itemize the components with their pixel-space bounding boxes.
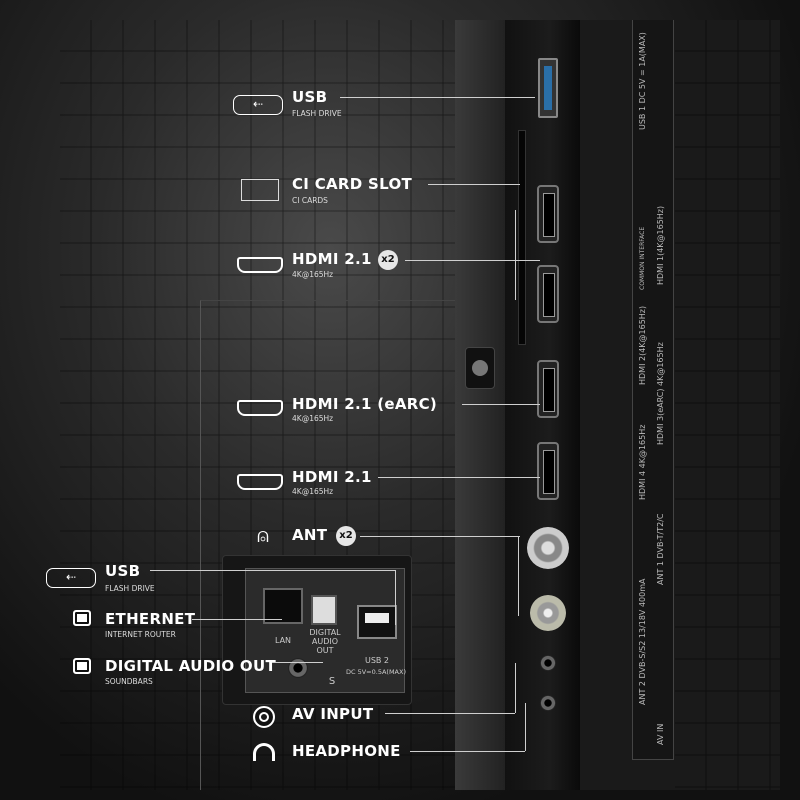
usb-top-subtitle: FLASH DRIVE xyxy=(292,109,342,118)
usb-top-title: USB xyxy=(292,88,328,106)
print-hdmi2: HDMI 2(4K@165Hz) xyxy=(638,305,647,385)
hdmi-icon xyxy=(237,257,283,273)
usb-side-leader-down xyxy=(395,570,396,625)
av-icon xyxy=(253,706,275,728)
print-ant2: ANT 2 DVB-S/S2 13/18V 400mA xyxy=(638,578,647,705)
usb-side-subtitle: FLASH DRIVE xyxy=(105,584,155,593)
usb1-port[interactable] xyxy=(538,58,558,118)
usb2-port[interactable] xyxy=(357,605,397,639)
print-hdmi4: HDMI 4 4K@165Hz xyxy=(638,424,647,500)
hdmi-x2-title: HDMI 2.1 xyxy=(292,250,372,268)
tv-side xyxy=(455,20,505,790)
hdmi-subtitle: 4K@165Hz xyxy=(292,487,334,496)
ethernet-subtitle: INTERNET ROUTER xyxy=(105,630,176,639)
hdmi-icon xyxy=(237,474,283,490)
ci-card-slot[interactable] xyxy=(518,130,526,345)
print-digital-audio: DIGITAL AUDIO OUT xyxy=(309,628,341,655)
print-usb2-power: DC 5V=0.5A(MAX) xyxy=(345,668,406,676)
av-input-leader-up xyxy=(515,663,516,713)
cover-edge xyxy=(200,300,455,790)
usb-top-leader xyxy=(340,97,535,98)
print-s: S xyxy=(328,676,336,687)
hdmi2-port[interactable] xyxy=(537,265,559,323)
print-ci: COMMON INTERFACE xyxy=(639,226,646,290)
hdmi-x2-bracket xyxy=(515,210,516,300)
hdmi-earc-title: HDMI 2.1 (eARC) xyxy=(292,395,438,413)
tv-back xyxy=(580,20,780,790)
hdmi-x2-badge: x2 xyxy=(378,250,398,270)
ci-leader xyxy=(428,184,520,185)
ant2-port[interactable] xyxy=(530,595,566,631)
optical-port[interactable] xyxy=(311,595,337,625)
print-hdmi1: HDMI 1(4K@165Hz) xyxy=(656,205,665,285)
port-label-panel xyxy=(632,20,674,760)
print-av-in: AV IN xyxy=(656,723,665,745)
usb-icon: ⇠ xyxy=(46,568,96,588)
ant1-port[interactable] xyxy=(527,527,569,569)
ant-badge: x2 xyxy=(336,526,356,546)
ci-subtitle: CI CARDS xyxy=(292,196,328,205)
print-hdmi3: HDMI 3(eARC) 4K@165Hz xyxy=(656,342,665,445)
headphone-jack[interactable] xyxy=(540,695,556,711)
ci-title: CI CARD SLOT xyxy=(292,175,413,193)
antenna-icon: ⍝ xyxy=(257,523,269,547)
headphone-leader-up xyxy=(525,703,526,751)
ant-leader xyxy=(360,536,520,537)
digital-audio-leader xyxy=(272,662,323,663)
mount-screw xyxy=(465,347,495,389)
hdmi1-port[interactable] xyxy=(537,185,559,243)
hdmi3-port[interactable] xyxy=(537,360,559,418)
print-lan: LAN xyxy=(274,636,292,645)
ant-title: ANT xyxy=(292,526,328,544)
usb-icon: ⇠ xyxy=(233,95,283,115)
print-ant1: ANT 1 DVB-T/T2/C xyxy=(656,513,665,586)
hdmi-earc-leader xyxy=(462,404,540,405)
usb-side-leader xyxy=(150,570,395,571)
headphone-leader xyxy=(410,751,525,752)
ethernet-leader xyxy=(192,619,282,620)
hdmi-leader xyxy=(378,477,540,478)
ethernet-title: ETHERNET xyxy=(105,610,196,628)
av-in-jack[interactable] xyxy=(540,655,556,671)
card-slot-icon xyxy=(241,179,279,201)
digital-audio-title: DIGITAL AUDIO OUT xyxy=(105,657,276,675)
ethernet-icon xyxy=(73,610,91,626)
usb-side-title: USB xyxy=(105,562,141,580)
headphone-icon xyxy=(253,743,275,761)
print-usb1: USB 1 DC 5V = 1A(MAX) xyxy=(638,32,647,130)
ethernet-icon xyxy=(73,658,91,674)
hdmi-x2-leader xyxy=(405,260,540,261)
ant-bracket xyxy=(518,536,519,616)
hdmi-earc-subtitle: 4K@165Hz xyxy=(292,414,334,423)
side-screw xyxy=(288,658,308,678)
lan-port[interactable] xyxy=(263,588,303,624)
hdmi-x2-subtitle: 4K@165Hz xyxy=(292,270,334,279)
digital-audio-subtitle: SOUNDBARS xyxy=(105,677,153,686)
av-input-title: AV INPUT xyxy=(292,705,374,723)
av-input-leader xyxy=(385,713,515,714)
print-usb2: USB 2 xyxy=(364,656,390,665)
hdmi-icon xyxy=(237,400,283,416)
hdmi4-port[interactable] xyxy=(537,442,559,500)
hdmi-title: HDMI 2.1 xyxy=(292,468,372,486)
headphone-title: HEADPHONE xyxy=(292,742,401,760)
